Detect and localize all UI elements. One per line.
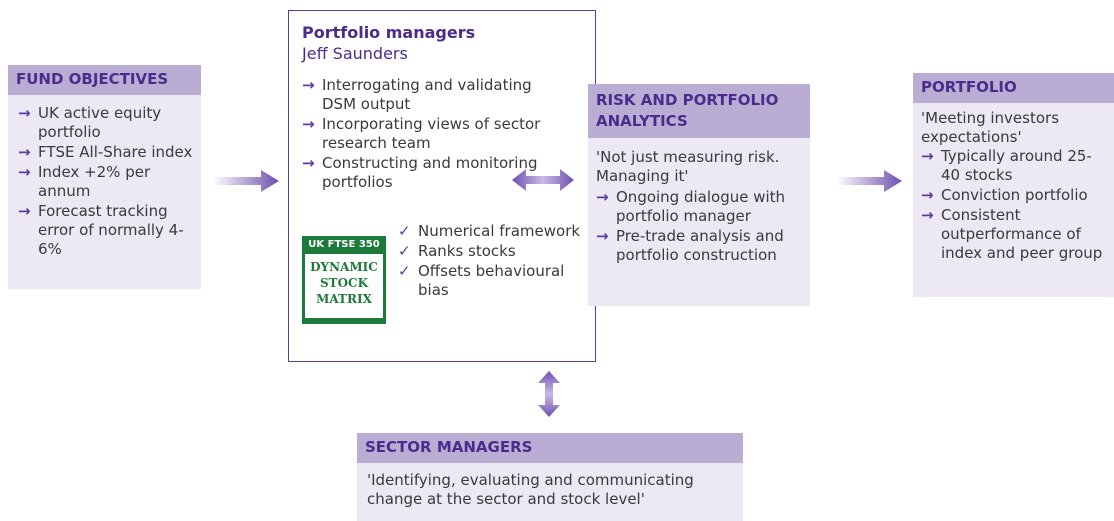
portfolio-panel: 'Meeting investors expectations' Typical…	[913, 103, 1114, 297]
portfolio-item: Conviction portfolio	[921, 186, 1107, 205]
dsm-check-item: Ranks stocks	[398, 242, 588, 261]
fund-objectives-list: UK active equity portfolioFTSE All-Share…	[18, 104, 193, 259]
risk-list: Ongoing dialogue with portfolio managerP…	[596, 188, 802, 265]
dsm-logo-line2: STOCK	[319, 276, 369, 290]
dsm-check-list: Numerical frameworkRanks stocksOffsets b…	[398, 222, 588, 301]
risk-item: Ongoing dialogue with portfolio manager	[596, 188, 802, 226]
portfolio-manager-name: Jeff Saunders	[302, 44, 408, 63]
risk-quote: 'Not just measuring risk. Managing it'	[596, 148, 780, 185]
portfolio-quote: 'Meeting investors expectations'	[921, 109, 1060, 146]
sector-managers-title: SECTOR MANAGERS	[357, 433, 743, 463]
portfolio-manager-task: Interrogating and validating DSM output	[302, 76, 562, 114]
arrow-double-vertical	[538, 371, 560, 417]
portfolio-manager-task: Incorporating views of sector research t…	[302, 115, 562, 153]
portfolio-title: PORTFOLIO	[913, 73, 1114, 103]
portfolio-list: Typically around 25-40 stocksConviction …	[921, 147, 1107, 263]
sector-managers-box: SECTOR MANAGERS 'Identifying, evaluating…	[357, 433, 743, 521]
fund-objective-item: Forecast tracking error of normally 4-6%	[18, 202, 193, 259]
risk-item: Pre-trade analysis and portfolio constru…	[596, 227, 802, 265]
dsm-logo: UK FTSE 350 DYNAMIC STOCK MATRIX	[302, 236, 386, 324]
dsm-logo-inner: DYNAMIC STOCK MATRIX	[305, 254, 383, 318]
fund-objectives-title: FUND OBJECTIVES	[8, 65, 201, 95]
risk-title: RISK AND PORTFOLIO ANALYTICS	[588, 84, 810, 138]
fund-objectives-panel: UK active equity portfolioFTSE All-Share…	[8, 95, 201, 289]
portfolio-manager-task: Constructing and monitoring portfolios	[302, 154, 562, 192]
portfolio-item: Consistent outperformance of index and p…	[921, 206, 1107, 263]
arrow-right-2	[836, 170, 902, 192]
arrow-right-1	[213, 170, 279, 192]
arrow-double-horizontal	[512, 169, 574, 191]
dsm-logo-line3: MATRIX	[316, 292, 372, 306]
dsm-logo-top: UK FTSE 350	[308, 239, 380, 250]
portfolio-managers-list: Interrogating and validating DSM outputI…	[302, 76, 562, 193]
risk-panel: 'Not just measuring risk. Managing it' O…	[588, 138, 810, 306]
fund-objective-item: Index +2% per annum	[18, 163, 193, 201]
fund-objective-item: FTSE All-Share index	[18, 143, 193, 162]
fund-objectives-box: FUND OBJECTIVES UK active equity portfol…	[8, 65, 201, 289]
portfolio-box: PORTFOLIO 'Meeting investors expectation…	[913, 73, 1114, 297]
dsm-logo-line1: DYNAMIC	[310, 260, 378, 274]
fund-objective-item: UK active equity portfolio	[18, 104, 193, 142]
dsm-check-item: Numerical framework	[398, 222, 588, 241]
risk-box: RISK AND PORTFOLIO ANALYTICS 'Not just m…	[588, 84, 810, 306]
portfolio-item: Typically around 25-40 stocks	[921, 147, 1107, 185]
dsm-check-item: Offsets behavioural bias	[398, 262, 588, 300]
portfolio-managers-title: Portfolio managers	[302, 23, 476, 42]
sector-managers-quote: 'Identifying, evaluating and communicati…	[367, 471, 694, 508]
sector-managers-panel: 'Identifying, evaluating and communicati…	[357, 463, 743, 521]
